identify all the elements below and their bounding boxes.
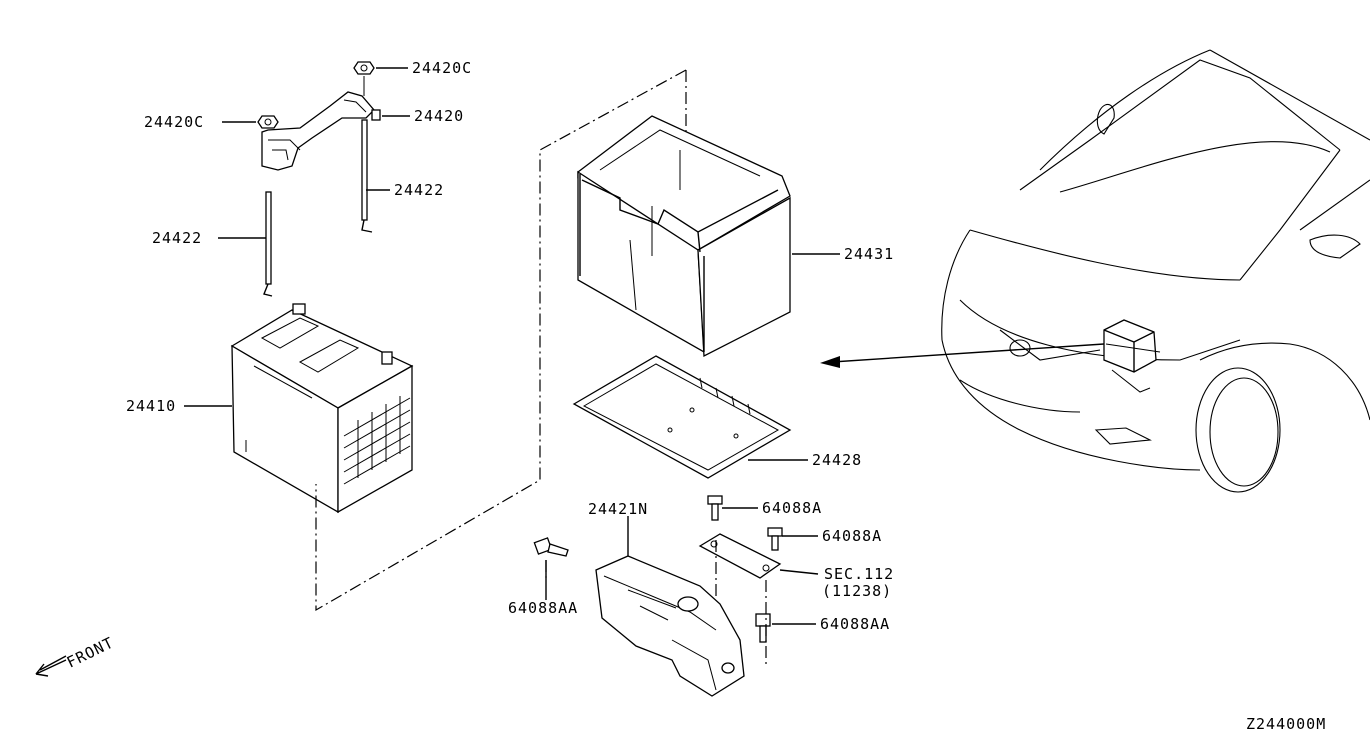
front-arrow-icon	[35, 655, 67, 677]
rod-right-part	[361, 119, 373, 233]
leader-lines	[184, 67, 840, 625]
label-nut-top: 24420C	[412, 59, 472, 77]
hold-down-frame-part	[261, 91, 381, 171]
label-battery-cover: 24431	[844, 245, 894, 263]
bolt-mid-part	[767, 527, 783, 551]
nut-top-part	[353, 61, 375, 96]
label-rod-left: 24422	[152, 229, 202, 247]
rod-left-part	[263, 191, 273, 297]
label-section-ref: SEC.112	[824, 565, 894, 583]
label-bolt-bottom: 64088AA	[820, 615, 890, 633]
nut-left-part	[257, 115, 279, 129]
label-section-ref-code: (11238)	[822, 582, 892, 600]
label-battery: 24410	[126, 397, 176, 415]
bracket-part	[595, 555, 745, 697]
label-bolt-top: 64088A	[762, 499, 822, 517]
label-bolt-mid: 64088A	[822, 527, 882, 545]
label-battery-tray: 24428	[812, 451, 862, 469]
label-hold-down-frame: 24420	[414, 107, 464, 125]
plate-part	[698, 533, 782, 579]
battery-part	[230, 303, 414, 514]
battery-cover-part	[577, 115, 791, 358]
label-bolt-left: 64088AA	[508, 599, 578, 617]
label-bracket: 24421N	[588, 500, 648, 518]
label-rod-right: 24422	[394, 181, 444, 199]
bolt-top-part	[707, 495, 723, 521]
battery-tray-part	[572, 355, 792, 479]
bolt-left-part	[533, 537, 569, 557]
label-nut-left: 24420C	[144, 113, 204, 131]
front-label: FRONT	[64, 633, 117, 671]
location-arrow	[820, 343, 1105, 368]
bolt-bottom-part	[755, 613, 771, 643]
car-illustration	[941, 49, 1370, 493]
diagram-code: Z244000M	[1246, 715, 1326, 733]
